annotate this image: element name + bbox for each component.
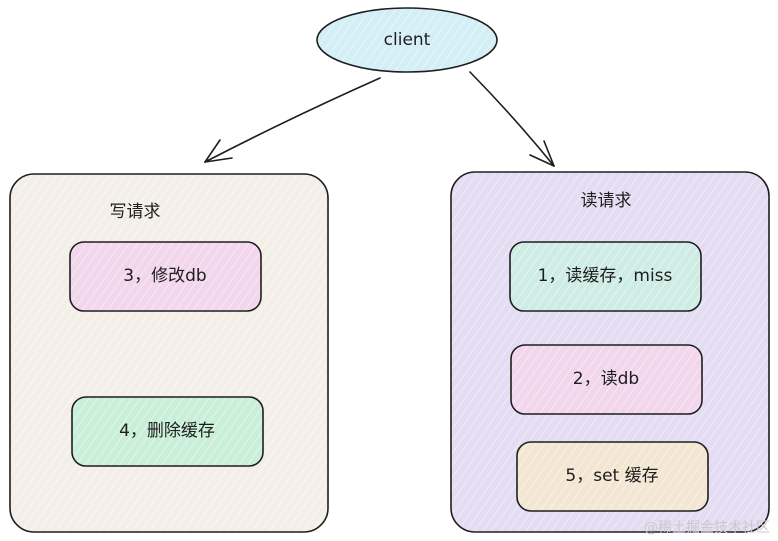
watermark: @稀土掘金技术社区 xyxy=(644,520,770,536)
arrow-to-read xyxy=(469,71,555,167)
read-step-read-cache-miss-label: 1，读缓存，miss xyxy=(537,266,673,286)
arrow-to-write xyxy=(204,77,381,163)
client-node xyxy=(316,7,498,73)
write-step-delete-cache-label: 4，删除缓存 xyxy=(119,421,215,441)
write-step-modify-db-label: 3，修改db xyxy=(123,266,207,286)
read-step-set-cache-label: 5，set 缓存 xyxy=(565,466,659,486)
read-panel-title: 读请求 xyxy=(580,191,632,211)
write-step-modify-db xyxy=(69,241,262,312)
read-step-set-cache xyxy=(516,441,709,512)
read-step-read-db-label: 2，读db xyxy=(572,369,640,389)
read-step-read-db xyxy=(510,344,703,415)
read-step-read-cache-miss xyxy=(509,241,702,312)
client-label: client xyxy=(383,30,431,50)
write-step-delete-cache xyxy=(71,396,264,467)
write-panel-title: 写请求 xyxy=(109,202,161,222)
write-request-panel xyxy=(9,173,329,533)
